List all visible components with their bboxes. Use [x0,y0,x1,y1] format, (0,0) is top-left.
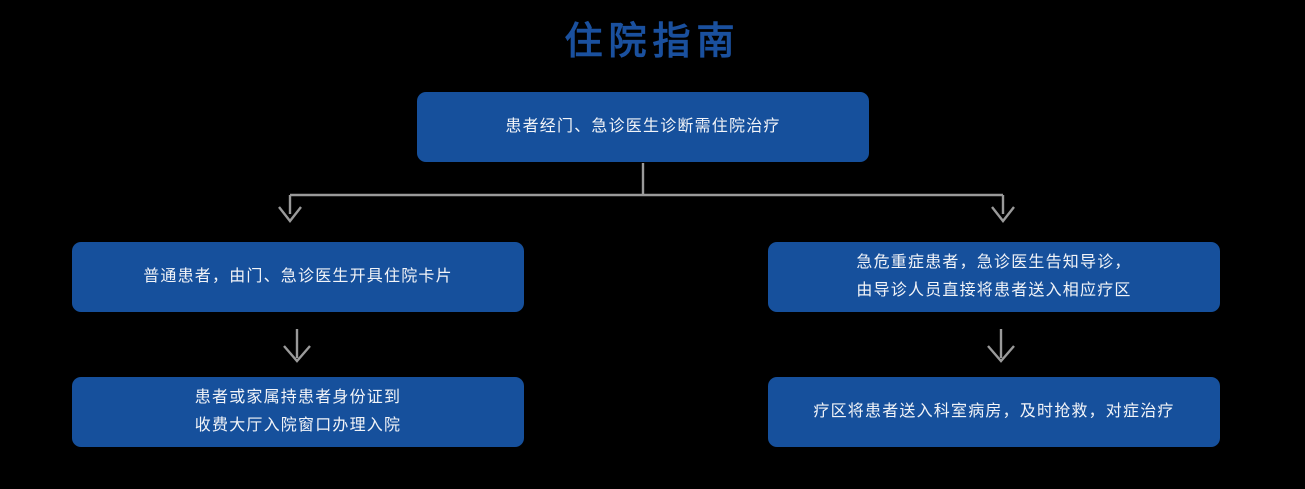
node-text-line: 患者经门、急诊医生诊断需住院治疗 [505,118,781,135]
node-admission-window-procedure[interactable]: 患者或家属持患者身份证到 收费大厅入院窗口办理入院 [72,377,524,447]
page-title: 住院指南 [564,21,741,63]
arrowhead-left-branch-icon [278,206,302,223]
node-critical-patient-guidance[interactable]: 急危重症患者，急诊医生告知导诊， 由导诊人员直接将患者送入相应疗区 [768,242,1220,312]
node-text-line: 普通患者，由门、急诊医生开具住院卡片 [143,268,453,285]
node-text-line: 由导诊人员直接将患者送入相应疗区 [856,282,1132,299]
node-diagnosis-requires-admission[interactable]: 患者经门、急诊医生诊断需住院治疗 [417,92,869,162]
arrowhead-left-lower-icon [283,345,311,363]
arrowhead-right-lower-icon [987,345,1015,363]
node-text-line: 急危重症患者，急诊医生告知导诊， [856,254,1132,271]
node-text-line: 疗区将患者送入科室病房，及时抢救，对症治疗 [813,403,1175,420]
connector-right-mid-to-right-bottom [987,329,1015,363]
node-text-line: 患者或家属持患者身份证到 [194,389,402,406]
arrowhead-right-branch-icon [991,206,1015,223]
connector-left-mid-to-left-bottom [283,329,311,363]
node-ward-emergency-treatment[interactable]: 疗区将患者送入科室病房，及时抢救，对症治疗 [768,377,1220,447]
node-text-line: 收费大厅入院窗口办理入院 [194,417,402,434]
node-ordinary-patient-admission-card[interactable]: 普通患者，由门、急诊医生开具住院卡片 [72,242,524,312]
connector-top-to-split [278,163,1015,223]
